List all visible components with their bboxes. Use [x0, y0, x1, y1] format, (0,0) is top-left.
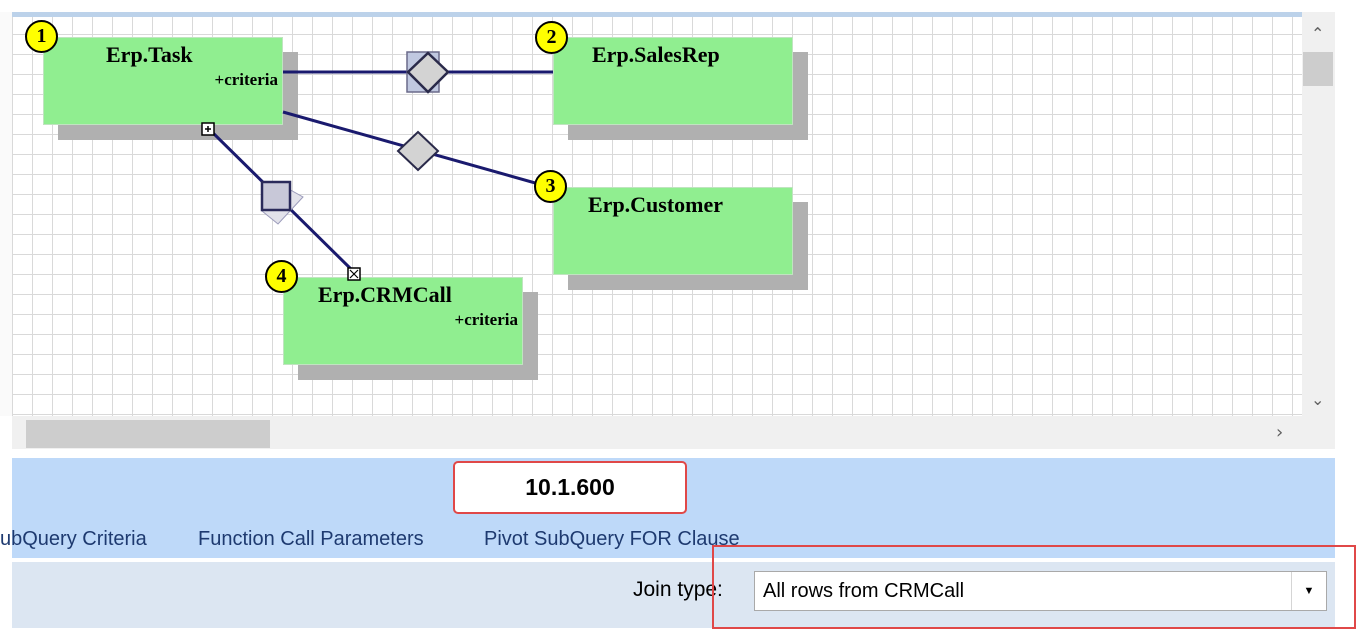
table-node-crmcall[interactable]: Erp.CRMCall +criteria: [283, 277, 523, 365]
canvas-top-border: [12, 12, 1335, 17]
table-name: Erp.Customer: [588, 192, 724, 217]
vertical-scrollbar[interactable]: ⌃ ⌄: [1302, 12, 1335, 416]
table-name: Erp.SalesRep: [592, 42, 720, 67]
vertical-scroll-thumb[interactable]: [1303, 52, 1333, 86]
tab-subquery-criteria[interactable]: ubQuery Criteria: [0, 528, 147, 550]
tab-pivot-subquery-for-clause[interactable]: Pivot SubQuery FOR Clause: [484, 528, 740, 550]
scroll-right-icon[interactable]: ›: [1276, 422, 1284, 443]
table-number-badge: 1: [25, 20, 58, 53]
table-node-task[interactable]: Erp.Task +criteria: [43, 37, 283, 125]
table-name: Erp.CRMCall: [318, 282, 452, 307]
table-number-badge: 4: [265, 260, 298, 293]
table-number-badge: 3: [534, 170, 567, 203]
table-name: Erp.Task: [106, 42, 193, 67]
table-criteria-label[interactable]: +criteria: [214, 70, 278, 89]
join-type-select[interactable]: All rows from CRMCall ▼: [754, 571, 1327, 611]
join-type-label: Join type:: [633, 578, 723, 601]
table-number-badge: 2: [535, 21, 568, 54]
horizontal-scrollbar[interactable]: ›: [12, 416, 1335, 449]
table-node-customer[interactable]: Erp.Customer: [553, 187, 793, 275]
scroll-up-icon[interactable]: ⌃: [1311, 24, 1325, 43]
scroll-down-icon[interactable]: ⌄: [1311, 390, 1325, 409]
canvas-left-strip: [0, 12, 12, 416]
version-callout: 10.1.600: [453, 461, 687, 514]
table-criteria-label[interactable]: +criteria: [454, 310, 518, 329]
table-node-salesrep[interactable]: Erp.SalesRep: [553, 37, 793, 125]
tab-function-call-parameters[interactable]: Function Call Parameters: [198, 528, 424, 550]
horizontal-scroll-thumb[interactable]: [26, 420, 270, 448]
dropdown-arrow-icon[interactable]: ▼: [1291, 572, 1326, 610]
join-type-value: All rows from CRMCall: [763, 580, 965, 602]
